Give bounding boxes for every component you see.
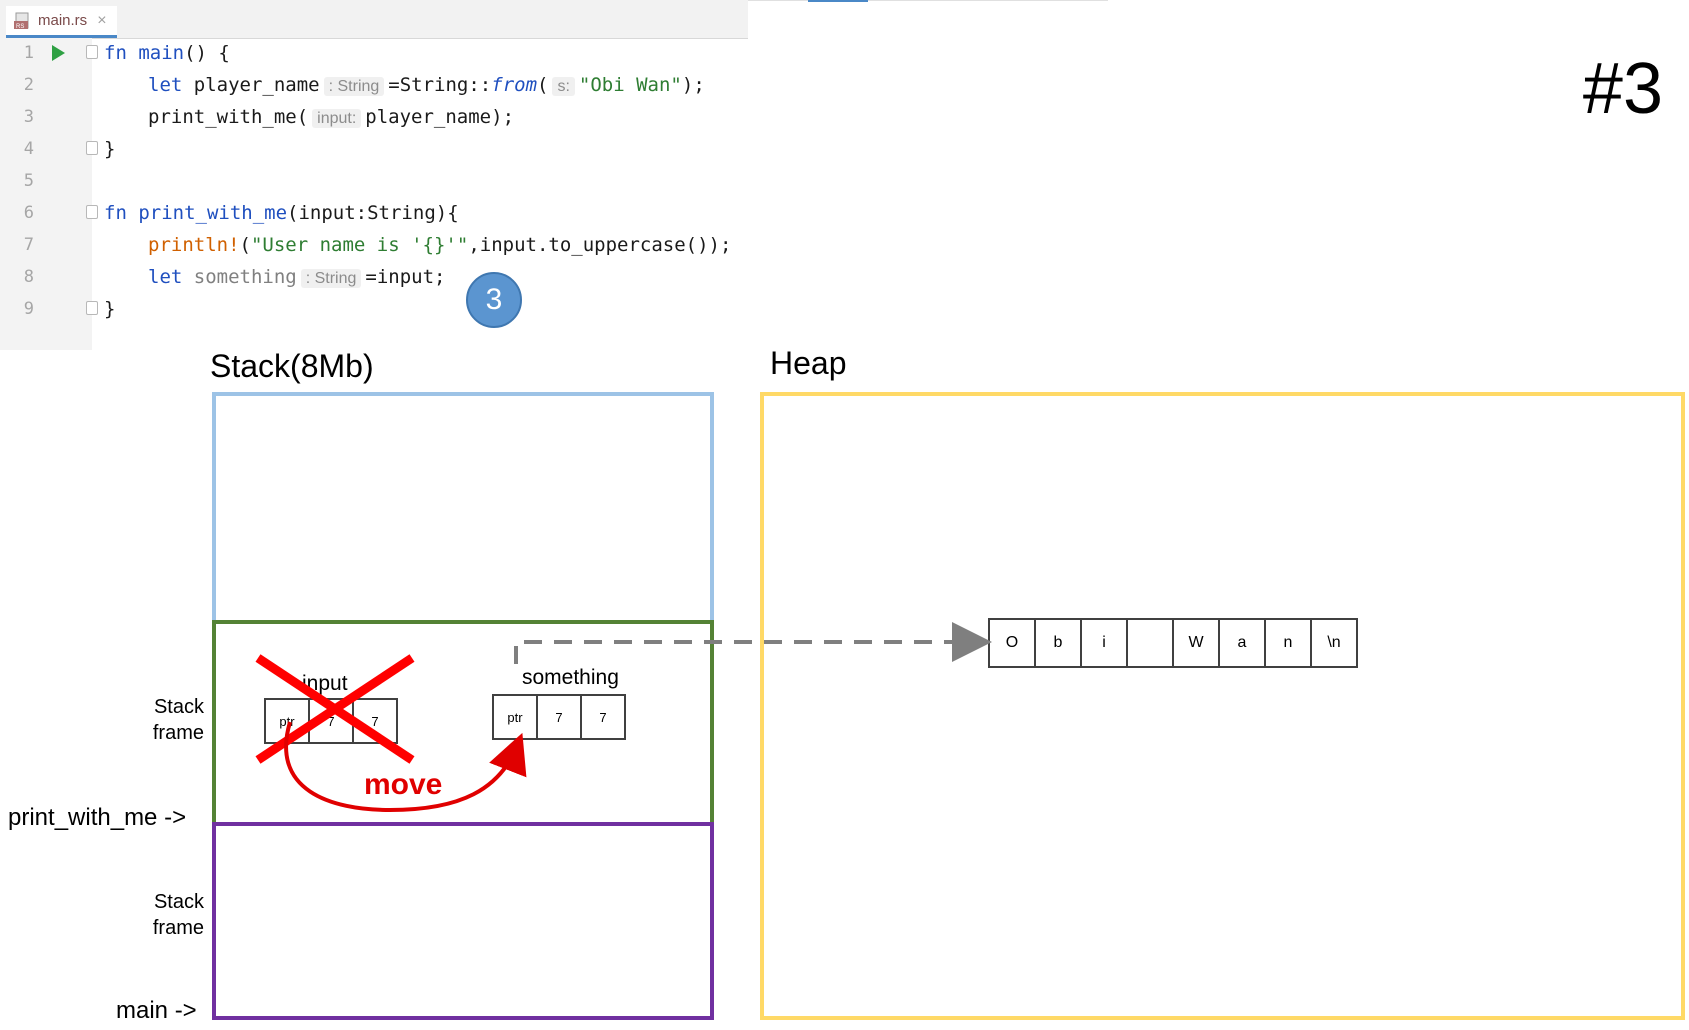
line-number: 1 (23, 43, 34, 63)
heap-title: Heap (770, 345, 847, 381)
cell-len: 7 (536, 694, 582, 740)
slide-number: #3 (1582, 49, 1663, 129)
heap-byte: a (1218, 618, 1266, 668)
code-line-9: 9 } (0, 292, 748, 326)
param-hint: s: (552, 77, 575, 96)
variable: something (182, 266, 297, 288)
code-line-1: 1 fn main() { (0, 36, 748, 70)
input-caption: input (302, 672, 348, 695)
code-text: } (104, 138, 116, 160)
code-line-4: 4 } (0, 132, 748, 166)
cell-ptr: ptr (492, 694, 538, 740)
code-text: =input; (365, 266, 446, 288)
main-pointer-label: main -> (116, 997, 197, 1024)
code-line-3: 3 print_with_me(input:player_name); (0, 100, 748, 134)
code-text: ( (537, 74, 549, 96)
macro: println! (148, 234, 240, 256)
code-line-8: 8 let something: String=input; (0, 260, 748, 294)
print-with-me-pointer-label: print_with_me -> (8, 804, 187, 831)
line-number: 6 (23, 203, 34, 223)
stack-title: Stack(8Mb) (210, 348, 374, 384)
function-name: main (126, 42, 185, 64)
rust-file-icon: RS (14, 12, 32, 30)
type-hint: : String (300, 269, 362, 288)
stack-frame-label: Stack frame (152, 891, 204, 939)
move-label: move (364, 768, 443, 801)
string-literal: "User name is '{}'" (250, 234, 469, 256)
gutter (0, 38, 92, 350)
param-hint: input: (312, 109, 362, 128)
code-line-2: 2 let player_name: String=String::from(s… (0, 68, 748, 102)
step-badge: 3 (466, 272, 522, 328)
code-text: ); (681, 74, 705, 96)
string-literal: "Obi Wan" (578, 74, 682, 96)
code-text: } (104, 298, 116, 320)
cell-ptr: ptr (264, 698, 310, 744)
line-number: 3 (23, 107, 34, 127)
code-line-5: 5 (0, 164, 748, 198)
function-name: print_with_me (126, 202, 288, 224)
code-text: =String:: (388, 74, 492, 96)
heap-byte: b (1034, 618, 1082, 668)
code-text: () { (184, 42, 230, 64)
code-text: ,input.to_uppercase()); (468, 234, 732, 256)
tab-label: main.rs (38, 12, 88, 29)
heap-byte: W (1172, 618, 1220, 668)
code-text: ( (239, 234, 251, 256)
run-icon[interactable] (52, 45, 65, 61)
heap-byte: \n (1310, 618, 1358, 668)
line-number: 5 (23, 171, 34, 191)
stack-frame-label: Stack frame (152, 696, 204, 744)
heap-string-bytes: O b i W a n \n (988, 618, 1358, 668)
keyword: fn (104, 42, 127, 64)
heap-byte: n (1264, 618, 1312, 668)
heap-byte: i (1080, 618, 1128, 668)
line-number: 7 (23, 235, 34, 255)
keyword: let (148, 74, 183, 96)
svg-text:RS: RS (16, 24, 24, 30)
keyword: let (148, 266, 183, 288)
line-number: 9 (23, 299, 34, 319)
cell-len: 7 (308, 698, 354, 744)
something-stack-value: ptr 7 7 (492, 694, 626, 740)
fold-icon[interactable] (86, 45, 98, 59)
tab-main-rs[interactable]: RS main.rs × (6, 6, 117, 38)
code-line-6: 6 fn print_with_me(input:String){ (0, 196, 748, 230)
fold-icon[interactable] (86, 141, 98, 155)
input-stack-value: ptr 7 7 (264, 698, 398, 744)
close-icon[interactable]: × (97, 11, 107, 29)
cell-capacity: 7 (352, 698, 398, 744)
heap-byte (1126, 618, 1174, 668)
function-call: print_with_me( (148, 106, 309, 128)
something-caption: something (522, 666, 619, 689)
fold-icon[interactable] (86, 301, 98, 315)
code-line-7: 7 println!("User name is '{}'",input.to_… (0, 228, 748, 262)
divider (748, 0, 1108, 1)
fold-icon[interactable] (86, 205, 98, 219)
code-text: (input:String){ (287, 202, 459, 224)
line-number: 8 (23, 267, 34, 287)
tab-bar: RS main.rs × (0, 0, 748, 39)
cell-capacity: 7 (580, 694, 626, 740)
type-hint: : String (323, 77, 385, 96)
line-number: 2 (23, 75, 34, 95)
heap-region (760, 392, 1685, 1020)
line-number: 4 (23, 139, 34, 159)
function-call: from (491, 74, 538, 96)
code-editor: RS main.rs × 1 fn main() { 2 let player_… (0, 0, 748, 350)
variable: player_name (182, 74, 320, 96)
stack-frame-main (212, 822, 714, 1020)
code-text: player_name); (365, 106, 515, 128)
keyword: fn (104, 202, 127, 224)
heap-byte: O (988, 618, 1036, 668)
divider-accent (808, 0, 868, 2)
